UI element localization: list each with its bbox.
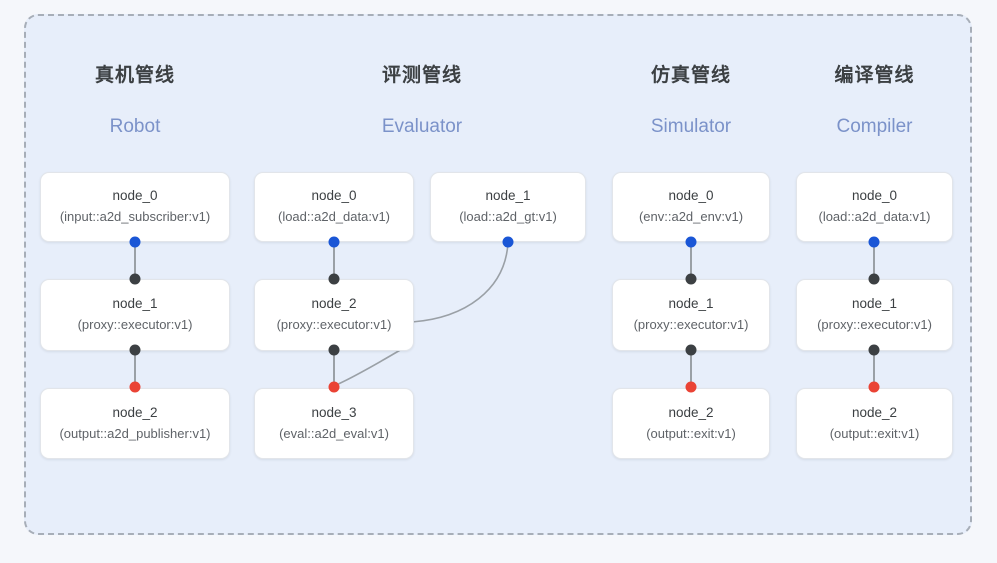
node-name: node_1 [485, 188, 531, 204]
port-out-evaluator-0[interactable] [328, 236, 340, 248]
node-name: node_1 [851, 296, 898, 312]
edge-robot-0-to-1 [134, 241, 136, 279]
edge-evaluator-2-to-3 [333, 350, 335, 388]
node-spec: (eval::a2d_eval:v1) [279, 425, 389, 441]
node-evaluator-3[interactable]: node_3 (eval::a2d_eval:v1) [254, 388, 414, 459]
node-evaluator-0[interactable]: node_0 (load::a2d_data:v1) [254, 172, 414, 242]
port-out-compiler-0[interactable] [868, 236, 880, 248]
node-spec: (proxy::executor:v1) [817, 317, 932, 333]
node-name: node_0 [851, 188, 898, 204]
edge-simulator-1-to-2 [690, 350, 692, 388]
port-in-compiler-2[interactable] [868, 381, 880, 393]
edge-compiler-0-to-1 [873, 241, 875, 279]
node-evaluator-2[interactable]: node_2 (proxy::executor:v1) [254, 279, 414, 351]
node-robot-0[interactable]: node_0 (input::a2d_subscriber:v1) [40, 172, 230, 242]
edge-robot-1-to-2 [134, 350, 136, 388]
port-out-robot-1[interactable] [129, 344, 141, 356]
node-name: node_0 [311, 188, 357, 204]
port-out-compiler-1[interactable] [868, 344, 880, 356]
port-in-robot-1[interactable] [129, 273, 141, 285]
node-name: node_0 [112, 188, 158, 204]
node-name: node_0 [668, 188, 714, 204]
node-name: node_3 [311, 404, 357, 420]
port-out-robot-0[interactable] [129, 236, 141, 248]
node-simulator-1[interactable]: node_1 (proxy::executor:v1) [612, 279, 770, 351]
port-out-evaluator-gt[interactable] [502, 236, 514, 248]
node-evaluator-gt[interactable]: node_1 (load::a2d_gt:v1) [430, 172, 586, 242]
node-spec: (proxy::executor:v1) [77, 317, 193, 333]
port-out-evaluator-2[interactable] [328, 344, 340, 356]
node-spec: (output::exit:v1) [829, 425, 920, 441]
port-out-simulator-1[interactable] [685, 344, 697, 356]
node-simulator-2[interactable]: node_2 (output::exit:v1) [612, 388, 770, 459]
node-spec: (input::a2d_subscriber:v1) [59, 209, 211, 225]
node-spec: (output::exit:v1) [646, 425, 736, 441]
node-name: node_1 [668, 296, 714, 312]
node-spec: (output::a2d_publisher:v1) [59, 425, 211, 441]
node-spec: (load::a2d_gt:v1) [459, 209, 557, 225]
node-name: node_1 [112, 296, 158, 312]
node-name: node_2 [668, 404, 714, 420]
port-in-robot-2[interactable] [129, 381, 141, 393]
node-name: node_2 [112, 404, 158, 420]
port-in-compiler-1[interactable] [868, 273, 880, 285]
node-spec: (proxy::executor:v1) [633, 317, 749, 333]
port-out-simulator-0[interactable] [685, 236, 697, 248]
node-spec: (load::a2d_data:v1) [818, 209, 931, 225]
node-simulator-0[interactable]: node_0 (env::a2d_env:v1) [612, 172, 770, 242]
node-name: node_2 [311, 296, 357, 312]
port-in-simulator-2[interactable] [685, 381, 697, 393]
port-in-simulator-1[interactable] [685, 273, 697, 285]
node-compiler-0[interactable]: node_0 (load::a2d_data:v1) [796, 172, 953, 242]
edge-compiler-1-to-2 [873, 350, 875, 388]
edge-evaluator-0-to-2 [333, 241, 335, 279]
node-compiler-1[interactable]: node_1 (proxy::executor:v1) [796, 279, 953, 351]
node-spec: (load::a2d_data:v1) [277, 209, 391, 225]
node-name: node_2 [851, 404, 898, 420]
port-in-evaluator-3[interactable] [328, 381, 340, 393]
node-robot-1[interactable]: node_1 (proxy::executor:v1) [40, 279, 230, 351]
node-spec: (env::a2d_env:v1) [638, 209, 744, 225]
edge-simulator-0-to-1 [690, 241, 692, 279]
node-compiler-2[interactable]: node_2 (output::exit:v1) [796, 388, 953, 459]
node-robot-2[interactable]: node_2 (output::a2d_publisher:v1) [40, 388, 230, 459]
port-in-evaluator-2[interactable] [328, 273, 340, 285]
node-spec: (proxy::executor:v1) [276, 317, 392, 333]
